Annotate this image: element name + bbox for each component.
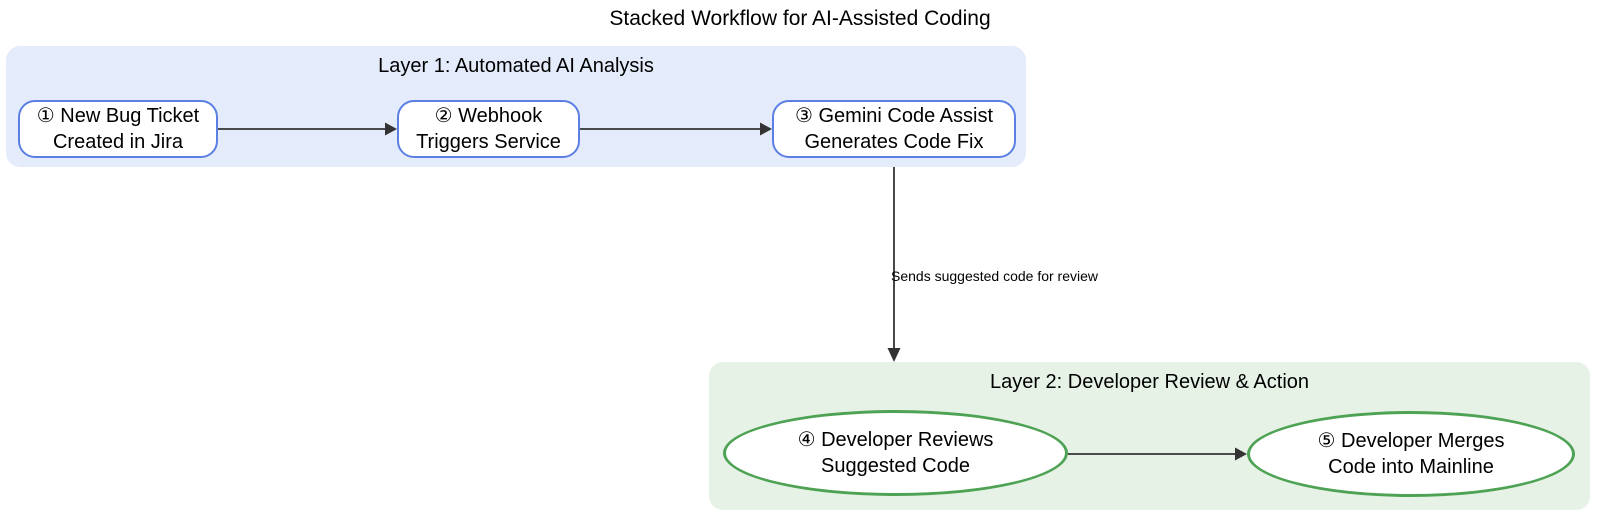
node-developer-merges-label: ⑤ Developer Merges Code into Mainline	[1317, 430, 1505, 478]
node-new-bug-ticket: ① New Bug Ticket Created in Jira	[18, 100, 218, 158]
arrow-gemini-to-review	[887, 167, 901, 362]
layer2-label: Layer 2: Developer Review & Action	[989, 371, 1310, 393]
node-developer-merges: ⑤ Developer Merges Code into Mainline	[1247, 411, 1575, 497]
node-developer-reviews-label: ④ Developer Reviews Suggested Code	[797, 429, 994, 477]
node-gemini-code-assist-label: ③ Gemini Code Assist Generates Code Fix	[795, 105, 993, 153]
diagram-title: Stacked Workflow for AI-Assisted Coding	[609, 7, 991, 30]
node-new-bug-ticket-label: ① New Bug Ticket Created in Jira	[36, 105, 200, 153]
node-developer-reviews: ④ Developer Reviews Suggested Code	[723, 410, 1068, 496]
node-webhook-triggers-service: ② Webhook Triggers Service	[397, 100, 580, 158]
edge-label-sends-code-for-review: Sends suggested code for review	[891, 268, 1099, 284]
node-webhook-triggers-service-label: ② Webhook Triggers Service	[416, 105, 561, 153]
layer1-label: Layer 1: Automated AI Analysis	[378, 55, 654, 77]
node-gemini-code-assist: ③ Gemini Code Assist Generates Code Fix	[772, 100, 1016, 158]
